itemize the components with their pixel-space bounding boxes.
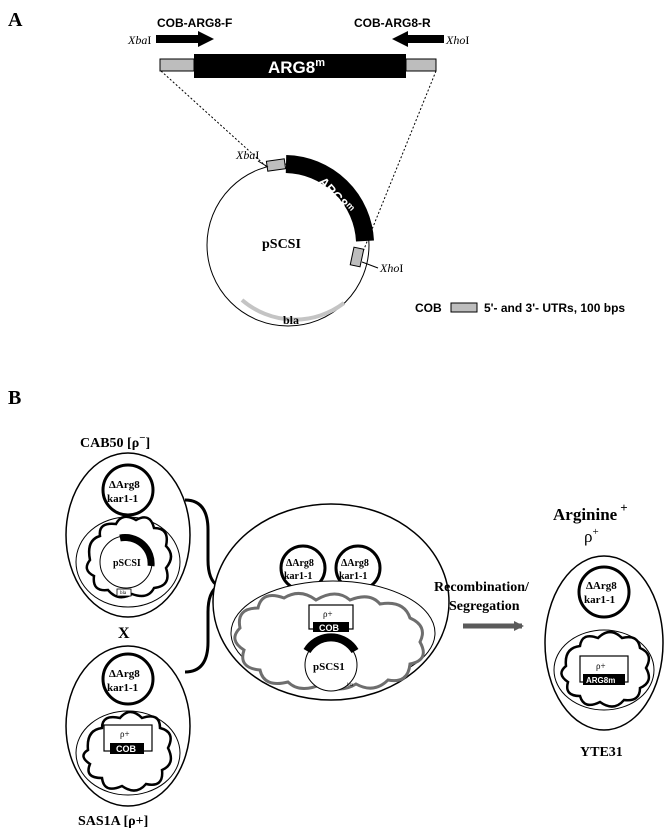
cob-bar-zygote: [313, 622, 349, 632]
nucleus-top-left-line1: ΔArg8: [109, 479, 140, 491]
xhoi-pointer: [361, 261, 379, 269]
nucleus-bottom-left-line2: kar1-1: [107, 682, 138, 694]
nucleus-result-line1: ΔArg8: [586, 580, 617, 592]
legend-text: 5'- and 3'- UTRs, 100 bps: [484, 301, 625, 315]
arg8m-bar-result: [583, 674, 625, 685]
cell-sas1a: [65, 645, 191, 807]
cob-label-bottom-left: COB: [116, 744, 137, 754]
xhoi-site-label-top: XhoI: [445, 33, 469, 47]
nucleus-bottom-left: [101, 652, 155, 706]
phenotype-label: Arginine+: [553, 500, 628, 524]
cross-symbol: X: [118, 625, 130, 642]
result-strain-label: YTE31: [580, 745, 623, 760]
reverse-primer-arrow: [392, 31, 444, 47]
bla-small-top-left: bla: [120, 591, 127, 596]
recombination-label-line1: Recombination/: [434, 580, 530, 595]
bla-small-zygote: bla: [347, 683, 354, 688]
cell-zygote: [212, 503, 450, 701]
plasmid-cob-box-5prime: [265, 158, 287, 172]
legend-cob-swatch: [450, 302, 478, 313]
nucleus-zygote-left-line1: ΔArg8: [286, 558, 314, 569]
nucleus-zygote-left-line2: kar1-1: [284, 571, 312, 582]
panel-a-label: A: [8, 9, 23, 31]
arg8m-label-result: ARG8m: [586, 676, 615, 685]
cob-label-zygote: COB: [319, 623, 340, 633]
plasmid-name: pSCSI: [262, 237, 301, 252]
plasmid-arg8m-arc: [285, 155, 374, 242]
bla-arc: [240, 298, 346, 322]
xbai-site-label-plasmid: XbaI: [235, 148, 259, 162]
xhoi-site-label-plasmid: XhoI: [379, 261, 403, 275]
forward-primer-arrow: [156, 31, 214, 47]
cell-cab50: [65, 452, 191, 618]
xbai-site-label-top: XbaI: [127, 33, 151, 47]
nucleus-zygote-right-line1: ΔArg8: [341, 558, 369, 569]
result-rho-label: ρ+: [584, 526, 599, 546]
dotted-guide-left: [160, 70, 269, 169]
nucleus-result: [577, 565, 631, 619]
nucleus-top-left-line2: kar1-1: [107, 493, 138, 505]
rho-plus-result: ρ+: [596, 661, 606, 671]
nucleus-zygote-right-line2: kar1-1: [339, 571, 367, 582]
primer-reverse-label: COB-ARG8-R: [354, 16, 431, 30]
nucleus-result-line2: kar1-1: [584, 594, 615, 606]
rho-plus-bottom-left: ρ+: [120, 729, 130, 739]
strain-top-label: CAB50 [ρ−]: [80, 432, 150, 451]
nucleus-top-left: [101, 463, 155, 517]
rho-plus-zygote: ρ+: [323, 609, 333, 619]
primer-forward-label: COB-ARG8-F: [157, 16, 232, 30]
insert-label: ARG8m: [268, 57, 325, 77]
plasmid-in-cell-label: pSCSI: [113, 558, 141, 569]
nucleus-bottom-left-line1: ΔArg8: [109, 668, 140, 680]
plasmid-cob-box-3prime: [349, 246, 365, 268]
panel-b-label: B: [8, 387, 21, 409]
cell-yte31: [544, 555, 664, 731]
recombination-label-line2: Segregation: [449, 599, 520, 614]
arg8m-label-zygote-arc: ARG8m: [318, 645, 340, 651]
legend-cob-label: COB: [415, 301, 442, 315]
cob-bar-bottom-left: [110, 743, 144, 754]
plasmid-merged-label: pSCS1: [313, 661, 345, 673]
bla-label: bla: [283, 313, 299, 327]
xbai-pointer: [257, 160, 269, 168]
arg8m-insert-bar: [159, 54, 437, 78]
strain-bottom-label: SAS1A [ρ+]: [78, 814, 148, 829]
